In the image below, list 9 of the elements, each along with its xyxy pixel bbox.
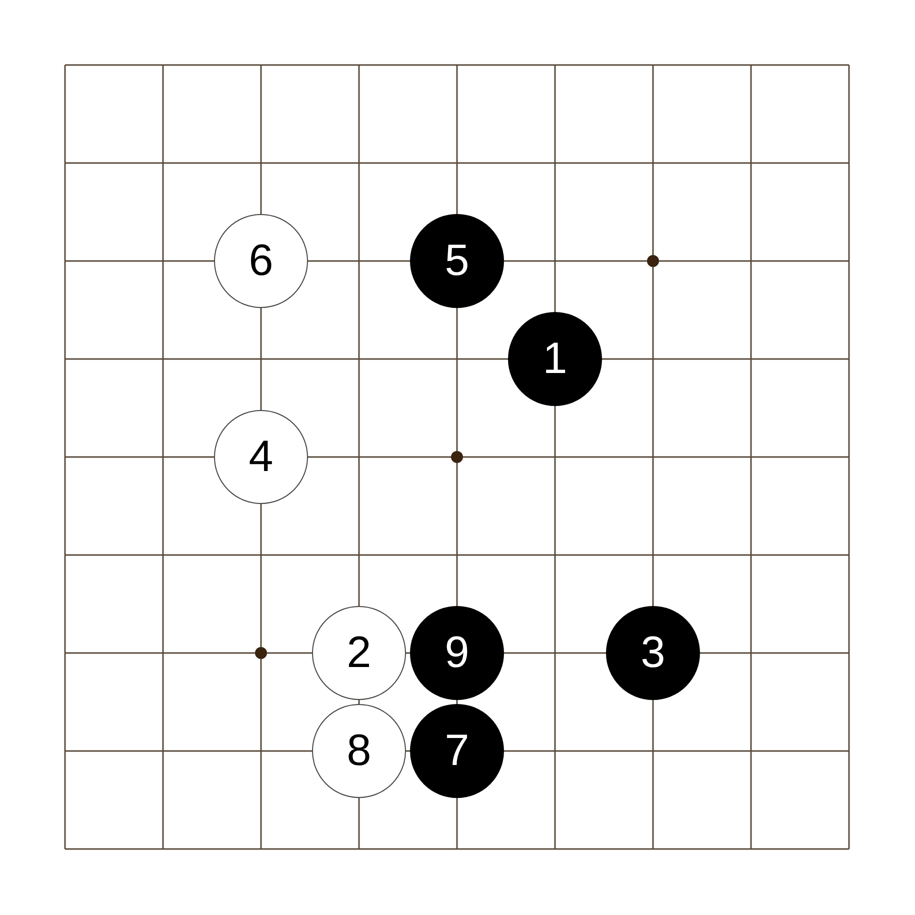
- go-stone: 2: [312, 606, 406, 700]
- go-stone: 5: [410, 214, 504, 308]
- go-stone: 4: [214, 410, 308, 504]
- go-stone: 3: [606, 606, 700, 700]
- go-stone: 1: [508, 312, 602, 406]
- go-stone: 8: [312, 704, 406, 798]
- go-stone: 9: [410, 606, 504, 700]
- go-stone: 6: [214, 214, 308, 308]
- go-stone: 7: [410, 704, 504, 798]
